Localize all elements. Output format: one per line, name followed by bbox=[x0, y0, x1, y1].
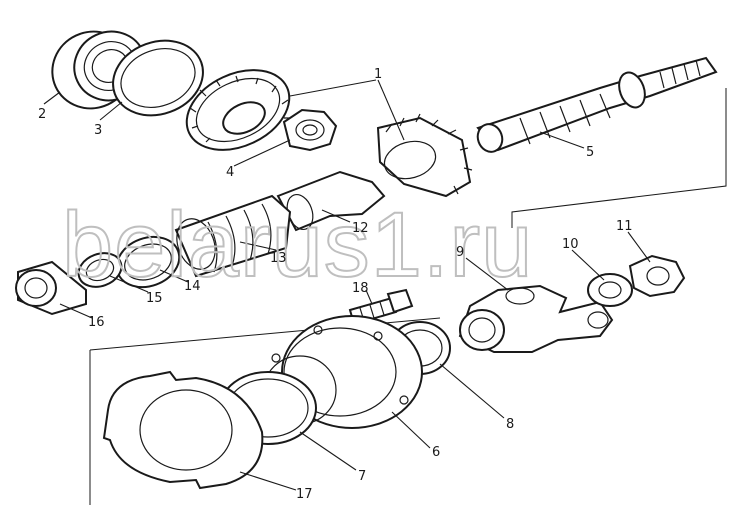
part-17-tabbed-plate bbox=[102, 370, 264, 490]
callout-17: 17 bbox=[296, 487, 313, 502]
part-1-bevel-gear-upper bbox=[185, 69, 291, 151]
part-3-ring bbox=[112, 39, 204, 117]
callout-3: 3 bbox=[94, 123, 102, 138]
callout-8: 8 bbox=[506, 417, 514, 432]
callout-18: 18 bbox=[352, 281, 369, 296]
leader-lines bbox=[43, 79, 651, 491]
callout-15: 15 bbox=[146, 291, 163, 306]
callout-11: 11 bbox=[616, 219, 633, 234]
callout-2: 2 bbox=[38, 107, 46, 122]
part-15-seal-ring bbox=[77, 252, 123, 288]
callout-6: 6 bbox=[432, 445, 440, 460]
callout-14: 14 bbox=[184, 279, 201, 294]
watermark-text: belarus1.ru bbox=[62, 194, 533, 296]
part-11-nut bbox=[628, 254, 686, 298]
part-6-flanged-housing bbox=[263, 315, 423, 429]
callout-13: 13 bbox=[270, 251, 287, 266]
callout-12: 12 bbox=[352, 221, 369, 236]
part-4-nut bbox=[282, 108, 338, 152]
callout-7: 7 bbox=[358, 469, 366, 484]
callout-1: 1 bbox=[374, 67, 382, 82]
part-1-bevel-pinion bbox=[376, 113, 473, 198]
callout-5: 5 bbox=[586, 145, 594, 160]
part-16-roller-bearing bbox=[15, 260, 87, 316]
callout-10: 10 bbox=[562, 237, 579, 252]
part-5-splined-shaft bbox=[476, 56, 718, 153]
part-10-washer bbox=[587, 273, 633, 307]
callout-4: 4 bbox=[226, 165, 234, 180]
part-13-worm-gear bbox=[174, 194, 292, 278]
part-9-yoke bbox=[458, 284, 614, 353]
callout-16: 16 bbox=[88, 315, 105, 330]
callout-9: 9 bbox=[456, 245, 464, 260]
callout-labels: 1 2 3 4 5 6 7 8 9 10 11 12 13 14 15 16 1… bbox=[38, 67, 633, 502]
